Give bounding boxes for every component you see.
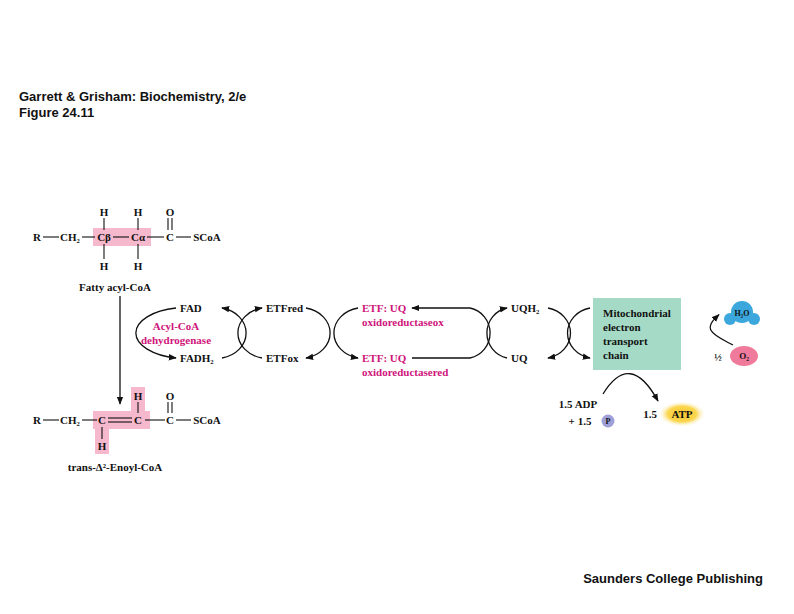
atom-label: Cβ xyxy=(97,230,111,244)
oxygen-oval: O₂ xyxy=(729,345,759,367)
carrier-label: UQ xyxy=(511,351,528,365)
atp-glow: ATP xyxy=(658,401,706,427)
atom-label: CH₂ xyxy=(60,413,80,427)
stoichiometry: ½ xyxy=(714,352,722,363)
publisher-note: Saunders College Publishing xyxy=(583,571,763,586)
node-text: ATP xyxy=(671,408,692,420)
enzyme-name: ETF: UQ oxidoreductaseox xyxy=(362,301,472,329)
atom-label: R xyxy=(33,230,41,244)
carrier-label: ETFred xyxy=(266,301,303,315)
substrate-label: + 1.5 xyxy=(569,414,592,428)
carrier-label: ETFox xyxy=(266,351,298,365)
atom-label: H xyxy=(100,259,109,273)
cofactor-label: FADH₂ xyxy=(180,351,214,365)
atom-label: C xyxy=(134,413,142,427)
reaction-arrows xyxy=(120,296,658,404)
phosphate-circle: P xyxy=(601,414,615,428)
atom-label: C xyxy=(98,413,106,427)
cofactor-label: FAD xyxy=(180,301,202,315)
atom-label: O xyxy=(166,205,175,219)
atom-label: H xyxy=(134,389,143,403)
atom-label: H xyxy=(98,439,107,453)
compound-name: trans-Δ²-Enoyl-CoA xyxy=(68,460,163,474)
compound-name: Fatty acyl-CoA xyxy=(79,280,151,294)
atom-label: SCoA xyxy=(193,413,221,427)
process-box: Mitochondrial electron transport chain xyxy=(593,298,681,370)
enzyme-name: Acyl-CoA dehydrogenase xyxy=(130,319,222,347)
node-text: P xyxy=(606,417,611,426)
atom-label: SCoA xyxy=(193,230,221,244)
figure-number: Figure 24.11 xyxy=(19,105,94,120)
stoichiometry: 1.5 xyxy=(643,407,657,421)
carrier-label: UQH₂ xyxy=(511,301,539,315)
node-text: H₂O xyxy=(735,309,750,318)
atom-label: C xyxy=(166,413,174,427)
atom-label: R xyxy=(33,413,41,427)
atom-label: Cα xyxy=(131,230,145,244)
atom-label: CH₂ xyxy=(60,230,80,244)
node-text: O₂ xyxy=(739,351,749,361)
water-molecule: H₂O xyxy=(719,297,765,329)
enzyme-name: ETF: UQ oxidoreductasered xyxy=(362,351,472,379)
atom-label: H xyxy=(100,205,109,219)
node-text: Mitochondrial electron transport chain xyxy=(603,306,671,362)
atom-label: O xyxy=(166,389,175,403)
substrate-label: 1.5 ADP xyxy=(559,397,598,411)
atom-label: H xyxy=(134,205,143,219)
atom-label: H xyxy=(134,259,143,273)
atom-label: C xyxy=(166,230,174,244)
figure-title: Garrett & Grisham: Biochemistry, 2/e xyxy=(19,89,246,104)
